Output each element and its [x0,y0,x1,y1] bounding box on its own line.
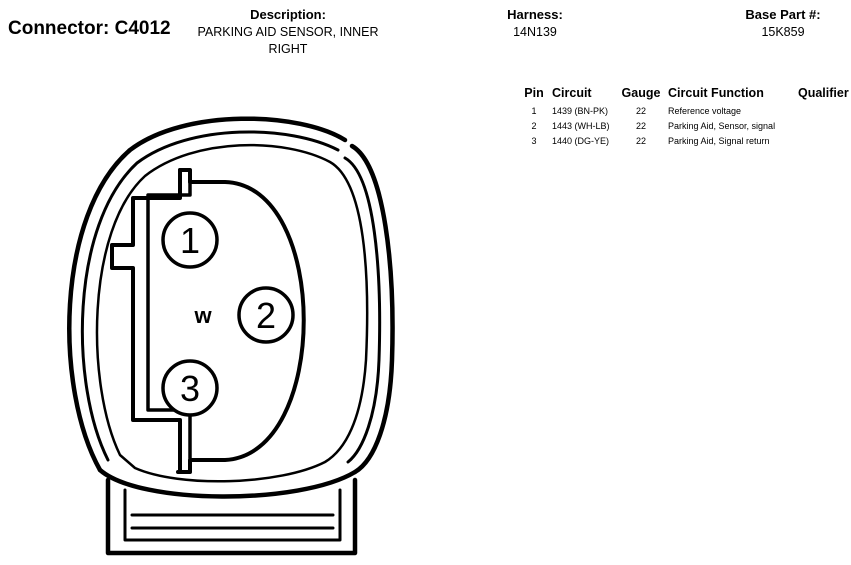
pin-number: 3 [531,136,537,146]
header-circuit-function: Circuit Function [668,86,764,100]
header-qualifier: Qualifier [798,86,849,100]
pin-2-label: 2 [256,295,276,336]
base-part-value: 15K859 [761,25,805,39]
pin-3-circle [161,359,219,417]
pin-3-label: 3 [180,368,200,409]
gauge: 22 [635,121,646,131]
keying-mark: w [193,303,212,328]
description-heading: Description: [250,7,326,22]
connector-housing-outline [67,116,395,499]
table-row: 2 1443 (WH-LB) 22 Parking Aid, Sensor, s… [516,119,849,134]
circuit: 1443 (WH-LB) [552,121,610,131]
circuit-function: Parking Aid, Signal return [668,136,770,146]
gauge: 22 [635,106,646,116]
header-circuit: Circuit [552,86,592,100]
gauge: 22 [635,136,646,146]
header-pin: Pin [524,86,544,100]
circuit: 1440 (DG-YE) [552,136,610,146]
pin-number: 2 [531,121,537,131]
table-row: 3 1440 (DG-YE) 22 Parking Aid, Signal re… [516,134,849,149]
pin-cavity [110,168,306,474]
table-row: 1 1439 (BN-PK) 22 Reference voltage [516,104,849,119]
circuit: 1439 (BN-PK) [552,106,609,116]
pin-3: 3 [161,359,219,417]
pin-table: Pin Circuit Gauge Circuit Function Quali… [516,86,849,149]
header-gauge: Gauge [621,86,661,100]
pin-2: 2 [237,286,295,344]
pin-number: 1 [531,106,537,116]
pin-1-label: 1 [180,220,200,261]
pin-1: 1 [161,211,219,269]
description-text: PARKING AID SENSOR, INNER RIGHT [197,25,379,56]
circuit-function: Parking Aid, Sensor, signal [668,121,776,131]
latch-tab [105,477,358,556]
base-part-heading: Base Part #: [745,7,821,22]
connector-title: Connector: C4012 [8,18,171,39]
circuit-function: Reference voltage [668,106,742,116]
pin-table-header-row: Pin Circuit Gauge Circuit Function Quali… [516,86,849,104]
harness-value: 14N139 [513,25,557,39]
harness-heading: Harness: [507,7,563,22]
pin-1-circle [161,211,219,269]
pin-2-circle [237,286,295,344]
